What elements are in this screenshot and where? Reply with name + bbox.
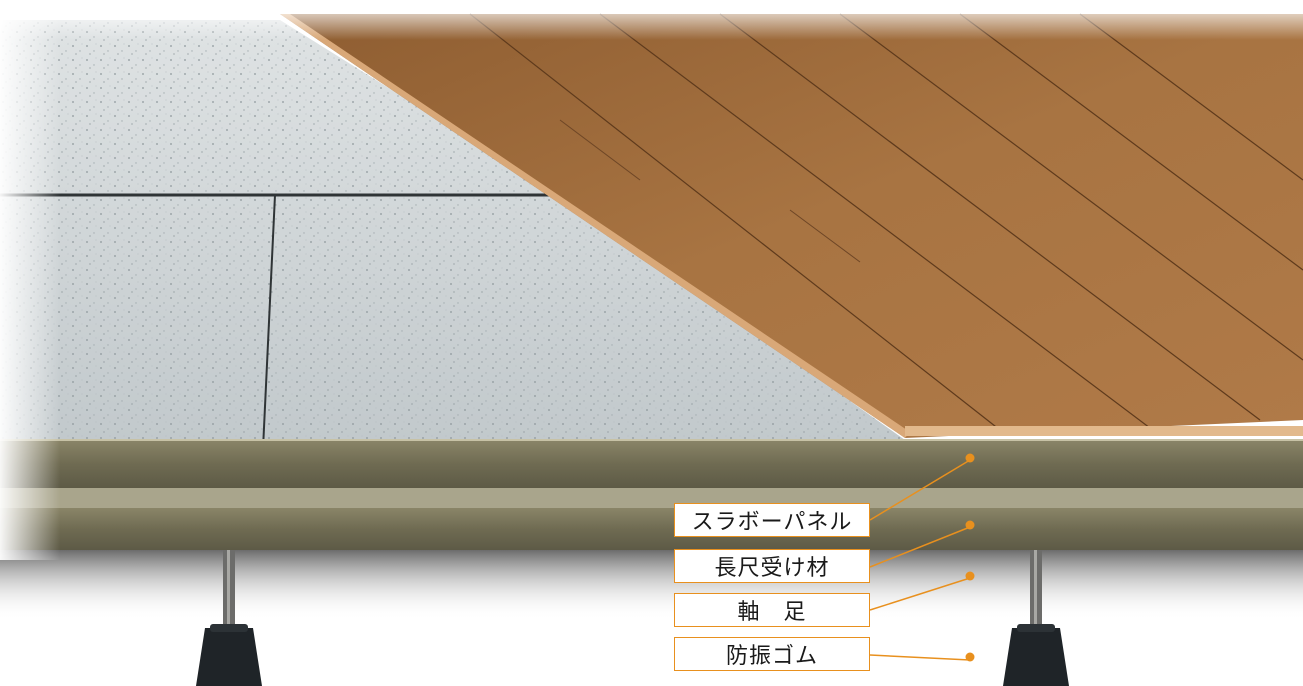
label-rubber-pad-text: 防振ゴム — [725, 644, 818, 669]
leg-shaft-marker — [965, 571, 975, 581]
label-rubber-pad: 防振ゴム — [674, 637, 870, 671]
slab-panel-surface — [0, 20, 905, 471]
top-fade — [0, 0, 1303, 40]
label-slab-panel-text: スラボーパネル — [691, 510, 853, 535]
long-batten-marker — [965, 520, 975, 530]
panel-shadow — [0, 550, 1303, 620]
label-long-batten: 長尺受け材 — [674, 549, 870, 583]
leader-lines — [869, 453, 975, 662]
support-leg-left — [196, 550, 262, 686]
wood-flooring — [280, 13, 1303, 438]
label-long-batten-text: 長尺受け材 — [714, 556, 830, 581]
label-slab-panel: スラボーパネル — [674, 503, 870, 537]
rubber-pad-marker — [965, 652, 975, 662]
label-leg-shaft: 軸 足 — [674, 593, 870, 627]
label-leg-shaft-text: 軸 足 — [737, 600, 807, 625]
support-leg-right — [1003, 550, 1069, 686]
panel-edge-layers — [0, 439, 1303, 550]
left-fade — [0, 0, 60, 560]
slab-panel-marker — [965, 453, 975, 463]
